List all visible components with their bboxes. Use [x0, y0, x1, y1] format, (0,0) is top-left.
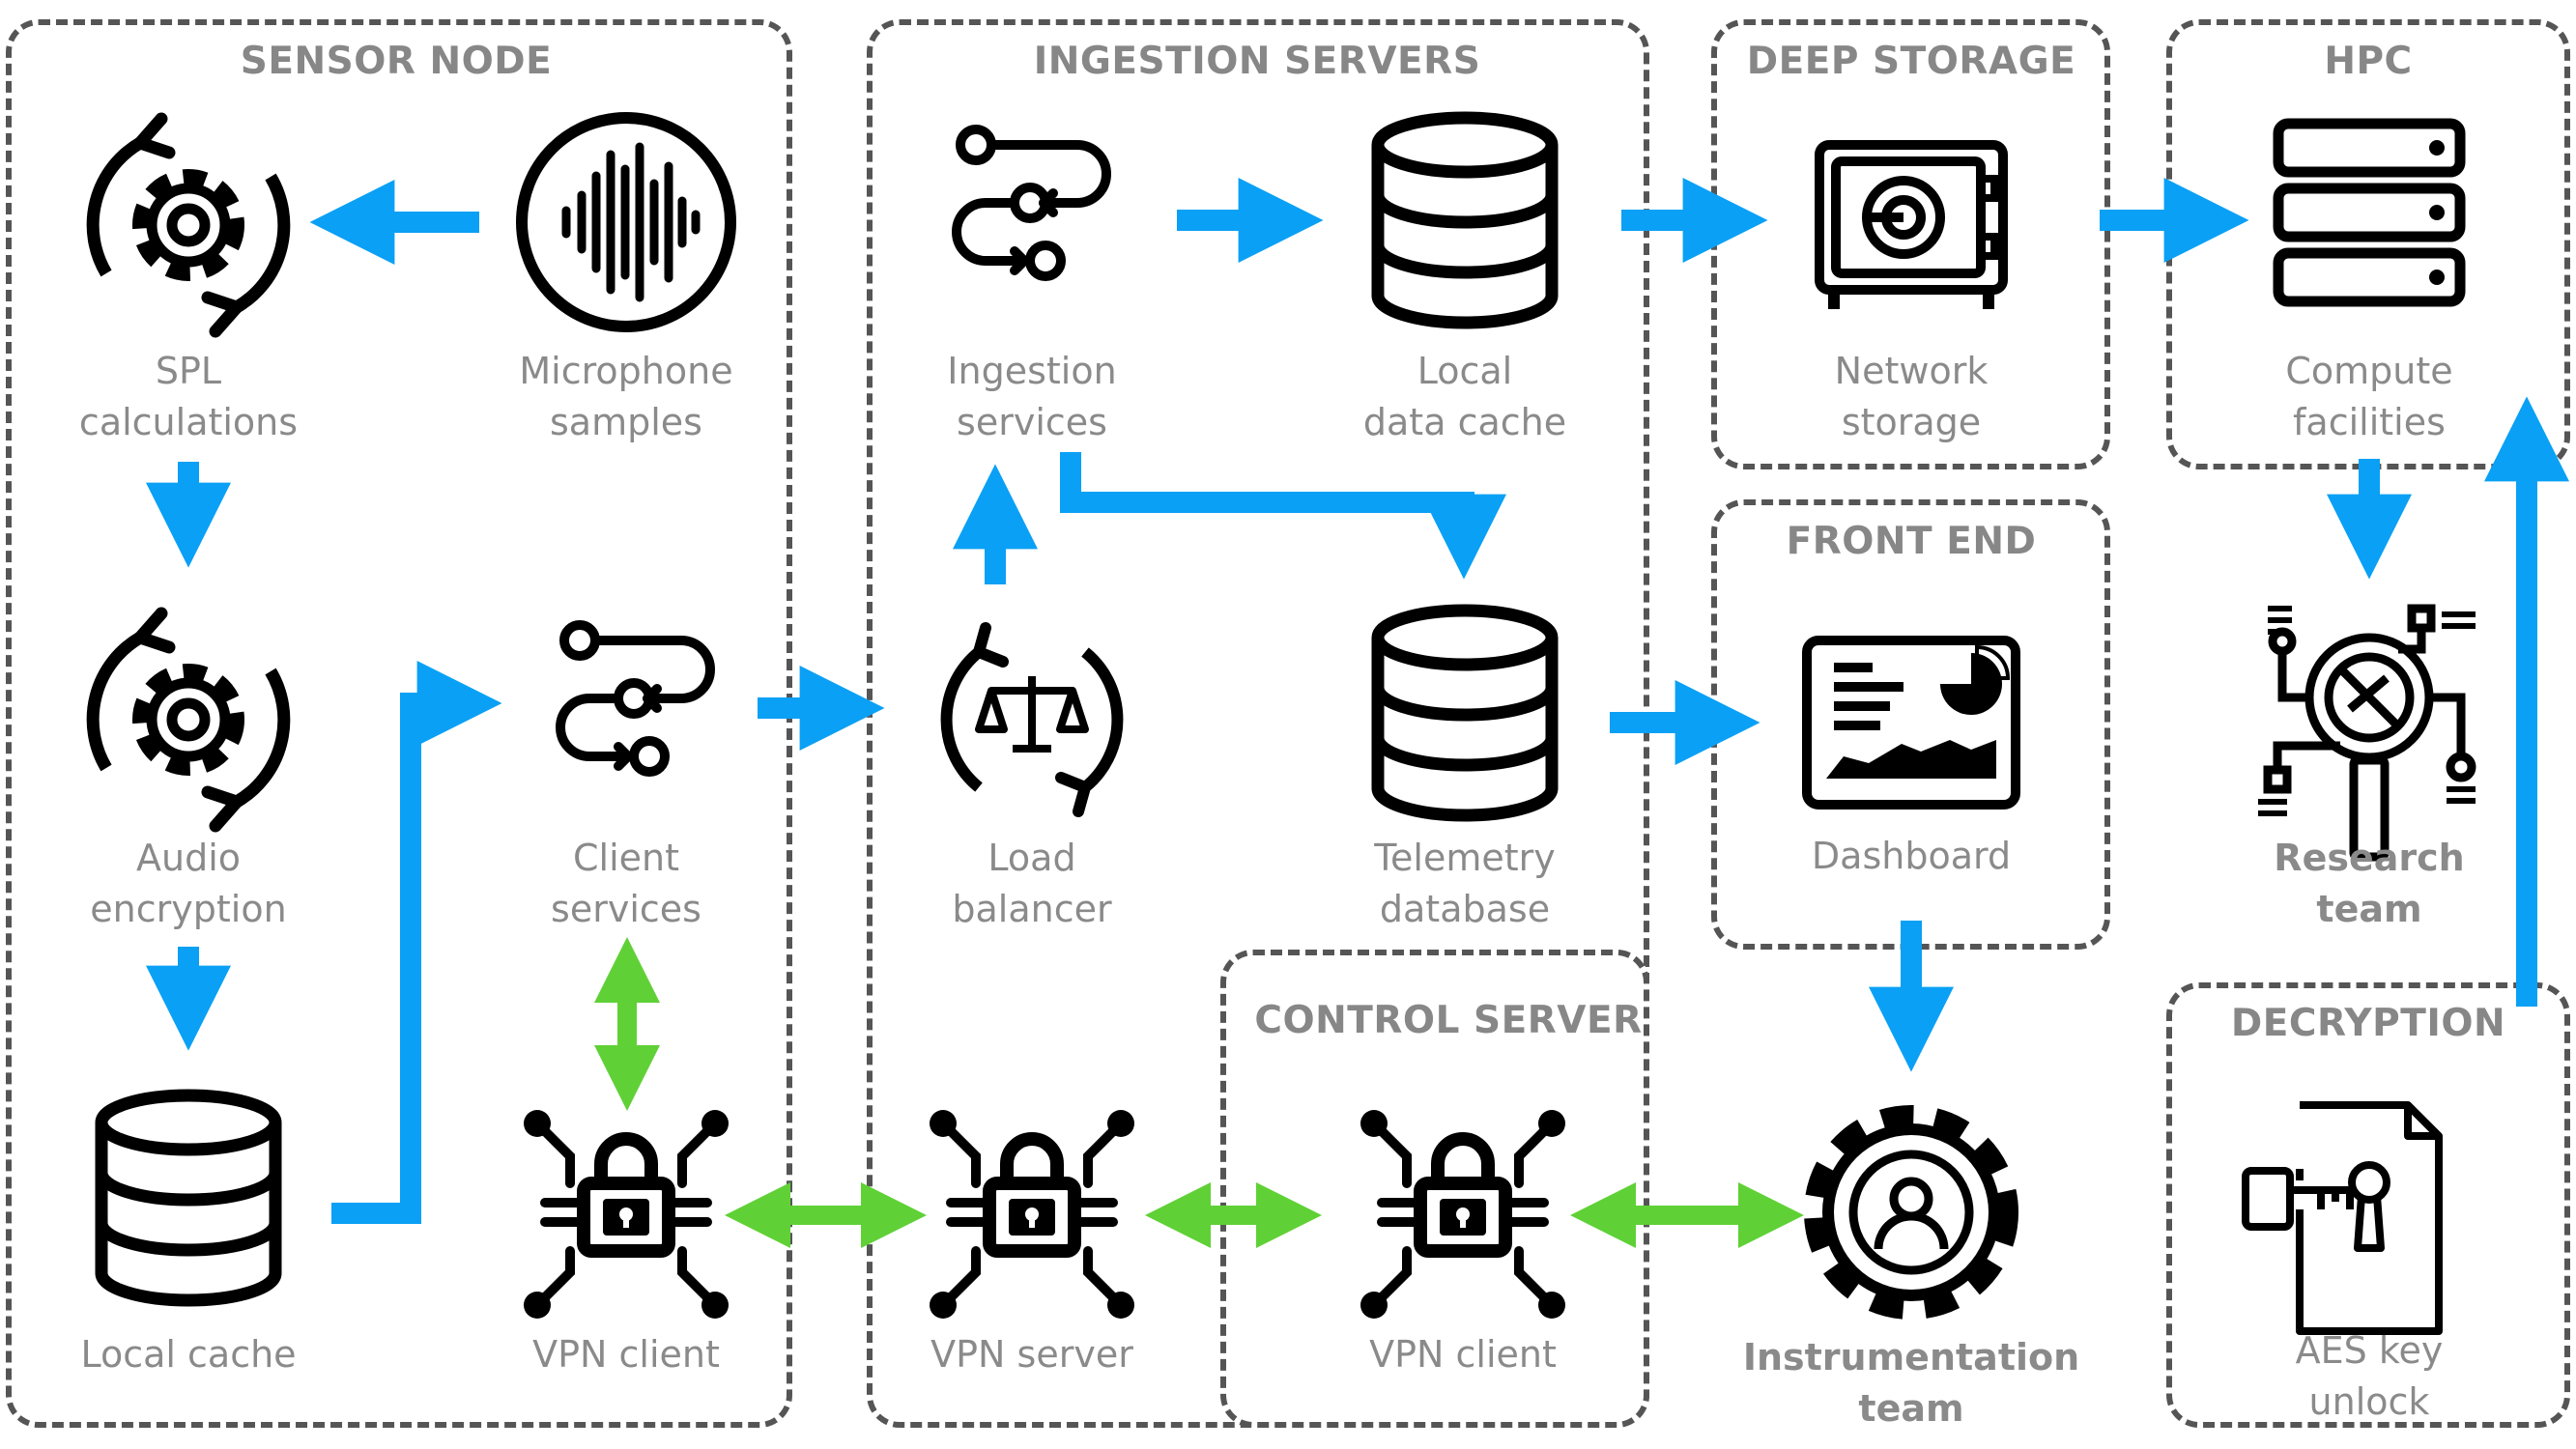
soundwave-icon	[516, 112, 736, 332]
panel-title-front-end: FRONT END	[1786, 520, 2037, 563]
telemetry-database-icon	[1378, 611, 1552, 815]
dashboard-chart-icon	[1802, 636, 2020, 810]
server-rack-icon	[2273, 118, 2466, 307]
safe-icon	[1815, 140, 2008, 309]
label-vpn-client-sensor: VPN client	[532, 1333, 720, 1376]
load-balancer-scale-icon	[940, 622, 1124, 817]
research-magnifier-icon	[2258, 604, 2476, 862]
ingestion-services-workflow-icon	[957, 129, 1106, 276]
audio-encryption-gear-icon	[93, 613, 284, 826]
label-vpn-server: VPN server	[930, 1333, 1133, 1376]
client-services-workflow-icon	[560, 625, 710, 772]
spl-gear-icon	[93, 119, 284, 331]
local-data-cache-database-icon	[1378, 118, 1552, 323]
panel-title-control-server: CONTROL SERVER	[1254, 999, 1643, 1042]
panel-sensor-node	[6, 19, 792, 1428]
panel-title-deep-storage: DEEP STORAGE	[1746, 40, 2076, 83]
panel-decryption	[2166, 982, 2570, 1428]
label-dashboard: Dashboard	[1811, 835, 2012, 877]
label-local-cache: Local cache	[80, 1333, 297, 1376]
label-vpn-client-control: VPN client	[1369, 1333, 1557, 1376]
key-document-icon	[2242, 1101, 2443, 1335]
panel-title-decryption: DECRYPTION	[2230, 1002, 2506, 1045]
panel-title-sensor-node: SENSOR NODE	[240, 40, 553, 83]
panel-title-ingestion-servers: INGESTION SERVERS	[1033, 40, 1481, 83]
vpn-client-sensor-lock-icon	[524, 1110, 729, 1319]
gear-person-icon	[1804, 1105, 2018, 1320]
vpn-server-lock-icon	[930, 1110, 1134, 1319]
arrow-ingestion-services-to-telemetry-database	[1060, 452, 1506, 580]
local-cache-database-icon	[101, 1095, 275, 1300]
arrow-local-cache-to-client-services	[331, 661, 502, 1224]
vpn-client-control-lock-icon	[1360, 1110, 1565, 1319]
panel-title-hpc: HPC	[2324, 40, 2413, 83]
